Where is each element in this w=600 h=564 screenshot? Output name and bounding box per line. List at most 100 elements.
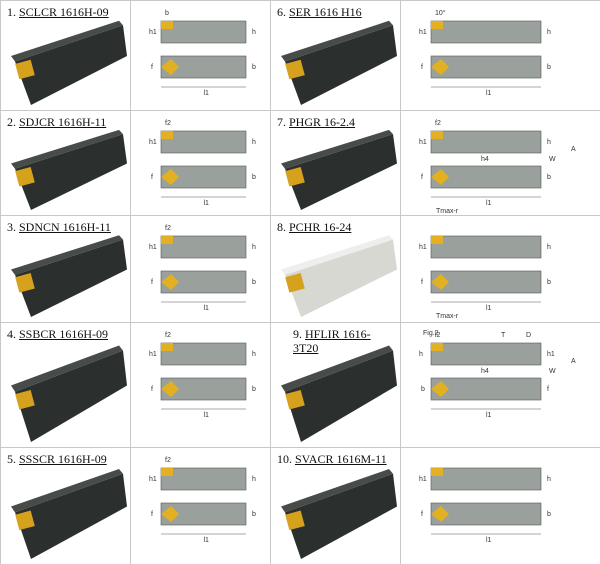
- dimension-label: T: [501, 332, 506, 339]
- dimension-label: l1: [204, 305, 210, 312]
- insert-icon: [15, 389, 35, 410]
- product-code: PHGR 16-2.4: [289, 115, 356, 129]
- product-code: PCHR 16-24: [289, 220, 352, 234]
- product-number: 3.: [7, 220, 16, 234]
- dimension-label: h: [252, 29, 256, 36]
- dimension-label: b: [547, 279, 551, 286]
- dimension-label: A: [571, 358, 576, 365]
- dimension-label: f: [151, 64, 153, 71]
- dimension-label: l1: [486, 200, 492, 207]
- product-code: HFLIR 1616-3T20: [293, 327, 371, 355]
- dimension-label: b: [421, 386, 425, 393]
- dimension-label: h1: [149, 139, 157, 146]
- dimension-label: b: [252, 386, 256, 393]
- dimension-label: h4: [481, 368, 489, 375]
- dimension-label: h: [547, 29, 551, 36]
- product-photo-cell: 5. SSSCR 1616H-09: [1, 448, 131, 564]
- dimension-label: h1: [149, 244, 157, 251]
- product-number: 5.: [7, 452, 16, 466]
- insert-icon: [285, 273, 305, 293]
- tool-holder-photo: [11, 129, 127, 210]
- dimension-label: f: [421, 511, 423, 518]
- product-code: SDJCR 1616H-11: [19, 115, 107, 129]
- product-code: SER 1616 H16: [289, 5, 362, 19]
- dimension-label: W: [549, 156, 556, 163]
- dimension-label: b: [547, 64, 551, 71]
- dimension-label: b: [165, 10, 169, 17]
- product-code: SDNCN 1616H-11: [19, 220, 111, 234]
- product-title: 8. PCHR 16-24: [277, 220, 351, 234]
- dimension-label: h1: [419, 476, 427, 483]
- dimension-label: A: [571, 146, 576, 153]
- tool-holder-photo: [281, 345, 397, 442]
- product-photo-cell: 1. SCLCR 1616H-09: [1, 1, 131, 111]
- product-title: 7. PHGR 16-2.4: [277, 115, 355, 129]
- dimension-label: h4: [481, 156, 489, 163]
- dimension-label: f2: [165, 457, 171, 464]
- product-photo-cell: 7. PHGR 16-2.4: [271, 111, 401, 216]
- dimension-label: D: [526, 332, 531, 339]
- insert-icon: [285, 166, 305, 187]
- dimension-label: h: [252, 139, 256, 146]
- tool-holder-photo: [281, 20, 397, 106]
- insert-icon: [15, 59, 35, 80]
- dimension-label: 10°: [435, 9, 446, 17]
- product-photo-cell: 6. SER 1616 H16: [271, 1, 401, 111]
- dimension-label: f: [547, 386, 549, 393]
- dimension-label: h1: [149, 351, 157, 358]
- dimension-label: f: [421, 174, 423, 181]
- dimension-label: h1: [419, 29, 427, 36]
- product-code: SSSCR 1616H-09: [19, 452, 107, 466]
- product-number: 8.: [277, 220, 286, 234]
- tool-holder-photo: [281, 129, 397, 210]
- insert-icon: [285, 389, 305, 410]
- product-number: 4.: [7, 327, 16, 341]
- dimension-label: f: [151, 174, 153, 181]
- product-title: 6. SER 1616 H16: [277, 5, 362, 19]
- product-code: SCLCR 1616H-09: [19, 5, 109, 19]
- dimension-label: h: [419, 351, 423, 358]
- product-title: 3. SDNCN 1616H-11: [7, 220, 111, 234]
- tool-holder-photo: [281, 469, 397, 559]
- dimension-label: h: [252, 351, 256, 358]
- dimension-label: h1: [419, 244, 427, 251]
- product-code: SVACR 1616M-11: [295, 452, 387, 466]
- dimension-label: h: [252, 476, 256, 483]
- product-title: 2. SDJCR 1616H-11: [7, 115, 106, 129]
- dimension-label: f2: [165, 120, 171, 127]
- dimension-label: f: [421, 279, 423, 286]
- insert-icon: [15, 273, 35, 293]
- dimension-label: h: [252, 244, 256, 251]
- dimension-label: l1: [486, 412, 492, 419]
- tool-holder-photo: [11, 20, 127, 106]
- dimension-label: f: [151, 386, 153, 393]
- dimension-label: h1: [149, 29, 157, 36]
- tool-holder-photo: [11, 235, 127, 317]
- dimension-label: Tmax-r: [436, 208, 459, 215]
- dimension-label: l1: [204, 200, 210, 207]
- dimension-label: h: [547, 139, 551, 146]
- product-title: 5. SSSCR 1616H-09: [7, 452, 107, 466]
- dimension-label: f: [151, 511, 153, 518]
- product-photo-cell: 9. HFLIR 1616-3T20: [271, 323, 401, 448]
- product-photo-cell: 10. SVACR 1616M-11: [271, 448, 401, 564]
- dimension-label: f2: [165, 332, 171, 339]
- product-title: 10. SVACR 1616M-11: [277, 452, 387, 466]
- insert-icon: [285, 59, 305, 80]
- dimension-label: f2: [435, 120, 441, 127]
- dimension-label: f2: [165, 225, 171, 232]
- product-photo-cell: 3. SDNCN 1616H-11: [1, 216, 131, 323]
- product-number: 2.: [7, 115, 16, 129]
- dimension-label: b: [252, 511, 256, 518]
- tool-holder-photo: [281, 235, 397, 317]
